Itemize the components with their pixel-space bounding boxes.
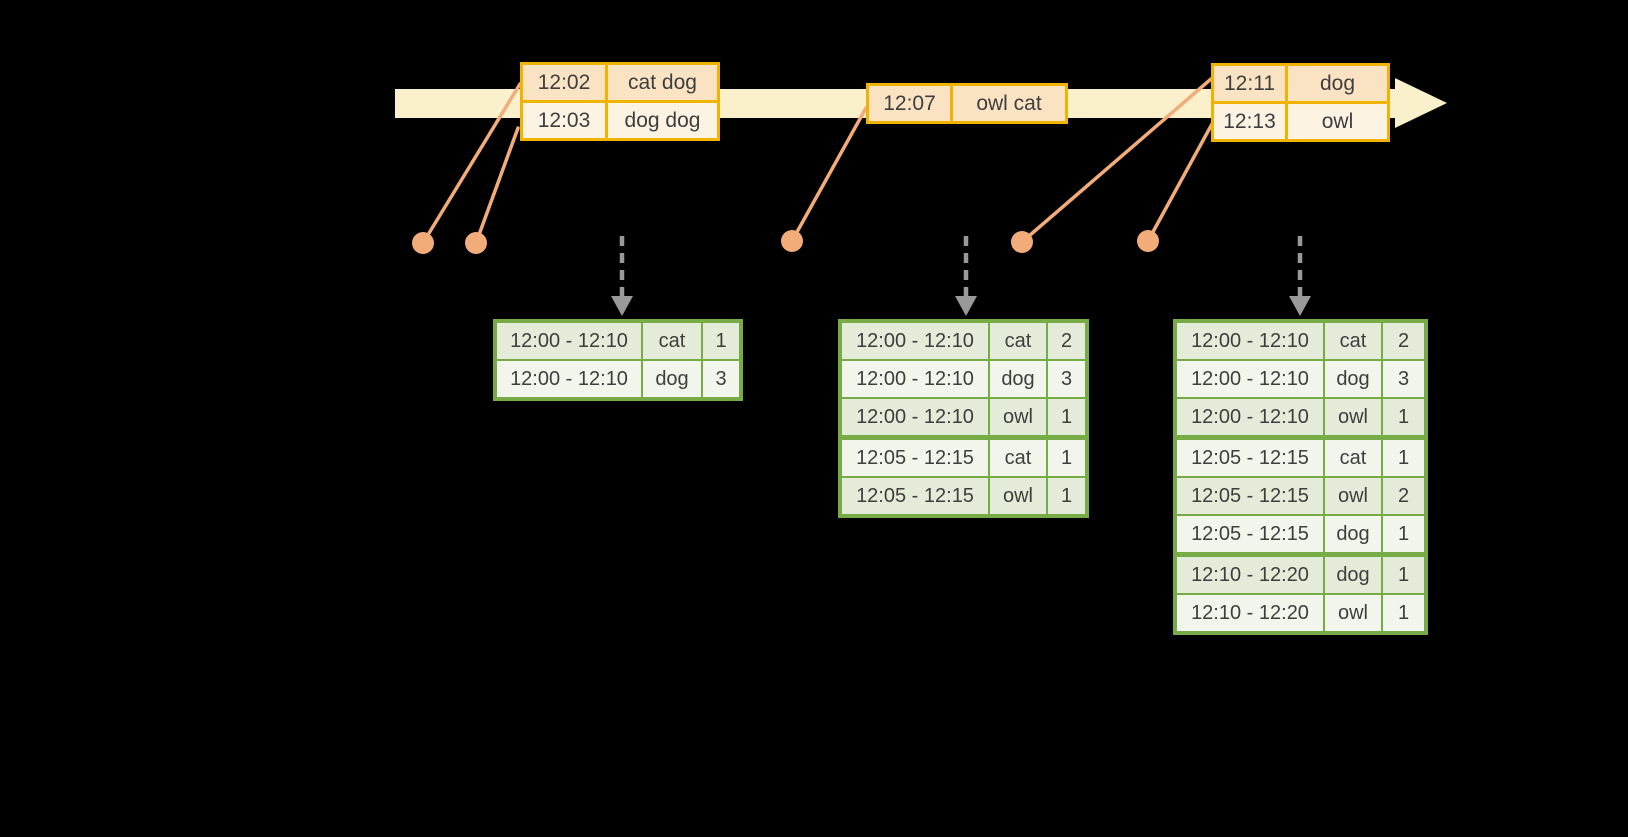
event-row: 12:03 dog dog [520, 100, 720, 141]
result-row: 12:00 - 12:10 owl 1 [839, 397, 1088, 439]
event-connector-line [1020, 77, 1213, 244]
result-word: owl [1323, 476, 1383, 516]
result-word: cat [988, 435, 1048, 478]
result-count: 1 [1381, 552, 1427, 595]
event-row: 12:07 owl cat [866, 83, 1068, 124]
event-words: owl [1285, 101, 1390, 142]
event-table-1: 12:02 cat dog 12:03 dog dog [520, 62, 720, 141]
trigger-arrowhead-icon [1289, 296, 1311, 316]
result-word: dog [641, 359, 703, 400]
result-window: 12:00 - 12:10 [1174, 397, 1325, 439]
event-connector-line [1146, 122, 1214, 243]
result-row: 12:10 - 12:20 dog 1 [1174, 552, 1427, 595]
result-count: 3 [701, 359, 742, 400]
event-words: owl cat [950, 83, 1068, 124]
result-count: 1 [1046, 435, 1088, 478]
result-row: 12:05 - 12:15 cat 1 [1174, 435, 1427, 478]
result-word: cat [1323, 320, 1383, 361]
event-words: dog dog [605, 100, 720, 141]
result-window: 12:10 - 12:20 [1174, 593, 1325, 634]
event-table-3: 12:11 dog 12:13 owl [1211, 63, 1390, 142]
result-row: 12:00 - 12:10 owl 1 [1174, 397, 1427, 439]
result-row: 12:05 - 12:15 owl 1 [839, 476, 1088, 517]
result-row: 12:05 - 12:15 cat 1 [839, 435, 1088, 478]
result-row: 12:00 - 12:10 dog 3 [1174, 359, 1427, 399]
result-count: 1 [701, 320, 742, 361]
result-window: 12:00 - 12:10 [494, 320, 643, 361]
result-table-3: 12:00 - 12:10 cat 2 12:00 - 12:10 dog 3 … [1173, 319, 1428, 635]
result-window: 12:00 - 12:10 [1174, 359, 1325, 399]
event-words: cat dog [605, 62, 720, 103]
result-word: owl [988, 397, 1048, 439]
result-word: dog [1323, 359, 1383, 399]
trigger-arrowhead-icon [955, 296, 977, 316]
result-row: 12:00 - 12:10 cat 2 [1174, 320, 1427, 361]
result-word: owl [988, 476, 1048, 517]
result-window: 12:00 - 12:10 [1174, 320, 1325, 361]
result-window: 12:10 - 12:20 [1174, 552, 1325, 595]
event-dot [465, 232, 487, 254]
result-row: 12:00 - 12:10 dog 3 [839, 359, 1088, 399]
event-time: 12:13 [1211, 101, 1288, 142]
event-dot [412, 232, 434, 254]
event-time: 12:02 [520, 62, 608, 103]
result-word: dog [988, 359, 1048, 399]
result-row: 12:00 - 12:10 dog 3 [494, 359, 742, 400]
event-row: 12:13 owl [1211, 101, 1390, 142]
result-window: 12:00 - 12:10 [839, 397, 990, 439]
result-count: 1 [1046, 397, 1088, 439]
event-row: 12:02 cat dog [520, 62, 720, 103]
result-word: cat [641, 320, 703, 361]
result-word: cat [1323, 435, 1383, 478]
event-dot [781, 230, 803, 252]
event-connector-line [421, 82, 522, 245]
result-count: 2 [1381, 476, 1427, 516]
result-count: 3 [1046, 359, 1088, 399]
event-dot [1011, 231, 1033, 253]
event-connector-line [790, 106, 868, 243]
result-count: 1 [1046, 476, 1088, 517]
result-word: dog [1323, 514, 1383, 556]
result-row: 12:10 - 12:20 owl 1 [1174, 593, 1427, 634]
result-window: 12:00 - 12:10 [839, 320, 990, 361]
event-table-2: 12:07 owl cat [866, 83, 1068, 124]
result-window: 12:00 - 12:10 [494, 359, 643, 400]
result-row: 12:00 - 12:10 cat 1 [494, 320, 742, 361]
result-row: 12:00 - 12:10 cat 2 [839, 320, 1088, 361]
result-word: owl [1323, 593, 1383, 634]
result-row: 12:05 - 12:15 dog 1 [1174, 514, 1427, 556]
event-time: 12:03 [520, 100, 608, 141]
result-row: 12:05 - 12:15 owl 2 [1174, 476, 1427, 516]
event-words: dog [1285, 63, 1390, 104]
event-dot [1137, 230, 1159, 252]
trigger-arrowhead-icon [611, 296, 633, 316]
result-count: 1 [1381, 397, 1427, 439]
result-word: cat [988, 320, 1048, 361]
result-count: 1 [1381, 514, 1427, 556]
result-count: 2 [1381, 320, 1427, 361]
event-row: 12:11 dog [1211, 63, 1390, 104]
result-window: 12:05 - 12:15 [839, 476, 990, 517]
result-count: 3 [1381, 359, 1427, 399]
event-time: 12:07 [866, 83, 953, 124]
event-connector-line [474, 126, 520, 245]
result-window: 12:05 - 12:15 [839, 435, 990, 478]
result-count: 1 [1381, 593, 1427, 634]
result-count: 1 [1381, 435, 1427, 478]
result-count: 2 [1046, 320, 1088, 361]
event-time: 12:11 [1211, 63, 1288, 104]
result-window: 12:05 - 12:15 [1174, 514, 1325, 556]
result-window: 12:05 - 12:15 [1174, 435, 1325, 478]
result-window: 12:00 - 12:10 [839, 359, 990, 399]
result-window: 12:05 - 12:15 [1174, 476, 1325, 516]
result-table-1: 12:00 - 12:10 cat 1 12:00 - 12:10 dog 3 [493, 319, 743, 401]
result-table-2: 12:00 - 12:10 cat 2 12:00 - 12:10 dog 3 … [838, 319, 1089, 518]
result-word: dog [1323, 552, 1383, 595]
result-word: owl [1323, 397, 1383, 439]
